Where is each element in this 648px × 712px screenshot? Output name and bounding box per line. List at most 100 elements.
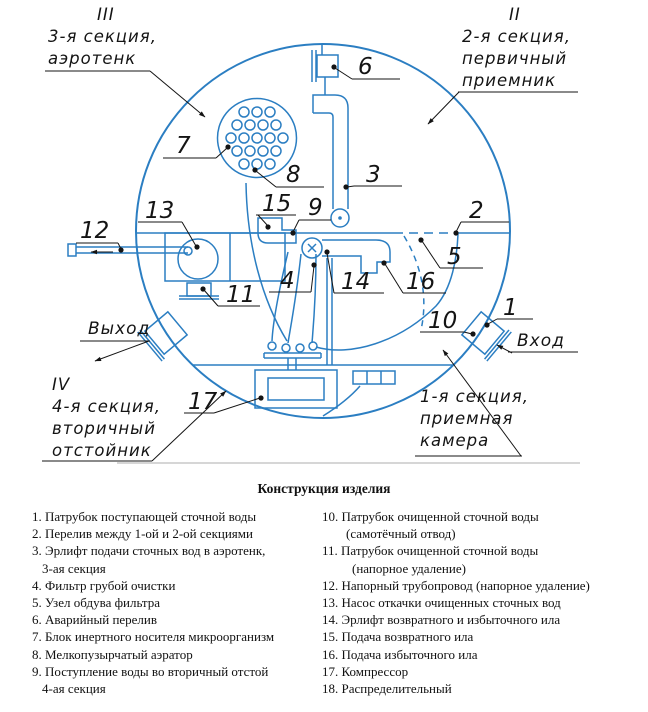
svg-text:вторичный: вторичный bbox=[52, 419, 156, 438]
part-label-6: 6 bbox=[331, 54, 400, 80]
part-label-9: 9 bbox=[290, 195, 331, 236]
svg-text:17: 17 bbox=[188, 389, 218, 415]
svg-text:приемная: приемная bbox=[420, 409, 513, 428]
svg-text:отстойник: отстойник bbox=[52, 441, 152, 460]
legend-item: 11. Патрубок очищенной сточной воды bbox=[322, 543, 539, 559]
legend-item: 7. Блок инертного носителя микроорганизм bbox=[32, 629, 275, 645]
section-4-numeral: IV bbox=[52, 375, 71, 394]
legend-item: 10. Патрубок очищенной сточной воды bbox=[322, 509, 539, 524]
part-label-1: 1 bbox=[484, 295, 533, 328]
svg-text:аэротенк: аэротенк bbox=[48, 49, 136, 68]
aerator-circle bbox=[216, 97, 298, 179]
svg-text:первичный: первичный bbox=[462, 49, 567, 68]
legend-item: 1. Патрубок поступающей сточной воды bbox=[32, 509, 257, 524]
legend-item: 16. Подача избыточного ила bbox=[322, 646, 478, 662]
tank-outline bbox=[135, 43, 511, 419]
aerator-manifold bbox=[263, 341, 322, 370]
outlet-stub bbox=[137, 310, 189, 362]
airlift-pipe bbox=[312, 94, 350, 228]
airlift-pulley bbox=[330, 208, 350, 228]
pump-housing bbox=[164, 232, 286, 282]
svg-text:Вход: Вход bbox=[517, 331, 565, 351]
part-label-10: 10 bbox=[420, 308, 476, 337]
svg-text:5: 5 bbox=[447, 244, 462, 270]
part-label-15: 15 bbox=[256, 191, 296, 230]
part-label-5: 5 bbox=[418, 237, 483, 270]
part-label-4: 4 bbox=[269, 262, 317, 294]
coarse-filter bbox=[301, 237, 323, 259]
svg-text:3: 3 bbox=[366, 162, 381, 188]
legend-item-continuation: 3-ая секция bbox=[42, 560, 106, 576]
emergency-overflow bbox=[311, 44, 339, 95]
compressor bbox=[254, 369, 338, 409]
svg-text:1-я секция,: 1-я секция, bbox=[420, 387, 529, 406]
svg-text:3-я секция,: 3-я секция, bbox=[48, 27, 157, 46]
legend-item: 15. Подача возвратного ила bbox=[322, 629, 474, 645]
tank-circle bbox=[135, 43, 511, 419]
section-label-3: III 3-я секция, аэротенк bbox=[45, 5, 206, 118]
svg-text:10: 10 bbox=[428, 308, 457, 334]
svg-text:8: 8 bbox=[286, 162, 301, 188]
product-construction-diagram: III 3-я секция, аэротенк II 2-я секция, … bbox=[42, 5, 580, 464]
legend-title: Конструкция изделия bbox=[257, 481, 391, 496]
section-label-4: IV 4-я секция, вторичный отстойник bbox=[42, 375, 227, 462]
distribution-strip bbox=[352, 370, 396, 385]
aerator-holes bbox=[225, 106, 289, 170]
overflow-box bbox=[316, 54, 339, 78]
section-2-numeral: II bbox=[509, 5, 521, 24]
svg-text:9: 9 bbox=[308, 195, 323, 221]
svg-text:7: 7 bbox=[176, 133, 191, 159]
svg-text:1: 1 bbox=[503, 295, 518, 321]
legend-right-column: 10. Патрубок очищенной сточной воды (сам… bbox=[322, 508, 648, 697]
section-1-pointer bbox=[442, 349, 522, 457]
svg-text:6: 6 bbox=[358, 54, 373, 80]
svg-text:11: 11 bbox=[226, 282, 255, 308]
flow-label-in: Вход bbox=[496, 331, 578, 354]
legend-item: 4. Фильтр грубой очистки bbox=[32, 577, 176, 593]
legend-item: 2. Перелив между 1-ой и 2-ой секциями bbox=[32, 526, 253, 542]
part-labels: 7 8 6 3 13 12 15 9 4 14 16 2 5 1 10 11 1… bbox=[76, 54, 533, 415]
part-label-7: 7 bbox=[163, 133, 231, 159]
section-3-pointer bbox=[149, 70, 206, 118]
legend-item-continuation: (напорное удаление) bbox=[352, 560, 466, 576]
legend-item: 13. Насос откачки очищенных сточных вод bbox=[322, 595, 561, 611]
svg-text:16: 16 bbox=[406, 269, 435, 295]
legend-item-continuation: 4-ая секция bbox=[42, 681, 106, 697]
legend-item: 18. Распределительный bbox=[322, 681, 452, 697]
legend-item: 9. Поступление воды во вторичный отстой bbox=[32, 663, 269, 679]
part-label-2: 2 bbox=[453, 198, 509, 236]
svg-text:14: 14 bbox=[341, 269, 370, 295]
flow-label-out: Выход bbox=[80, 319, 150, 362]
sludge-pipe bbox=[322, 239, 391, 274]
legend-item: 8. Мелкопузырчатый аэратор bbox=[32, 646, 193, 662]
svg-text:4: 4 bbox=[280, 268, 295, 294]
inflow-arrow bbox=[496, 344, 513, 354]
legend-left-column: 1. Патрубок поступающей сточной воды 2. … bbox=[32, 508, 322, 697]
part-label-16: 16 bbox=[381, 260, 446, 295]
legend-item: 5. Узел обдува фильтра bbox=[32, 595, 161, 611]
legend-item-continuation: (самотёчный отвод) bbox=[346, 526, 456, 542]
svg-text:4-я секция,: 4-я секция, bbox=[52, 397, 161, 416]
legend-item: 17. Компрессор bbox=[322, 663, 409, 679]
legend-item: 3. Эрлифт подачи сточных вод в аэротенк, bbox=[32, 543, 266, 559]
svg-text:Выход: Выход bbox=[88, 319, 150, 339]
down-pipe bbox=[326, 258, 333, 365]
part-label-17: 17 bbox=[184, 389, 264, 415]
part-label-14: 14 bbox=[324, 249, 384, 295]
svg-text:15: 15 bbox=[262, 191, 291, 217]
part-label-3: 3 bbox=[343, 162, 402, 190]
svg-text:приемник: приемник bbox=[462, 71, 556, 90]
svg-text:12: 12 bbox=[80, 218, 109, 244]
part-label-12: 12 bbox=[76, 218, 124, 253]
section-3-numeral: III bbox=[97, 5, 115, 24]
pipe-end-cap bbox=[67, 243, 77, 257]
svg-text:камера: камера bbox=[420, 431, 489, 450]
section-label-1: 1-я секция, приемная камера bbox=[415, 349, 529, 457]
section-label-2: II 2-я секция, первичный приемник bbox=[427, 5, 578, 125]
part-label-13: 13 bbox=[138, 198, 200, 250]
pump-circle bbox=[177, 238, 219, 280]
part-label-8: 8 bbox=[252, 162, 324, 188]
outflow-arrow bbox=[94, 340, 150, 362]
section-2-pointer bbox=[427, 91, 460, 125]
air-arc bbox=[315, 233, 459, 351]
